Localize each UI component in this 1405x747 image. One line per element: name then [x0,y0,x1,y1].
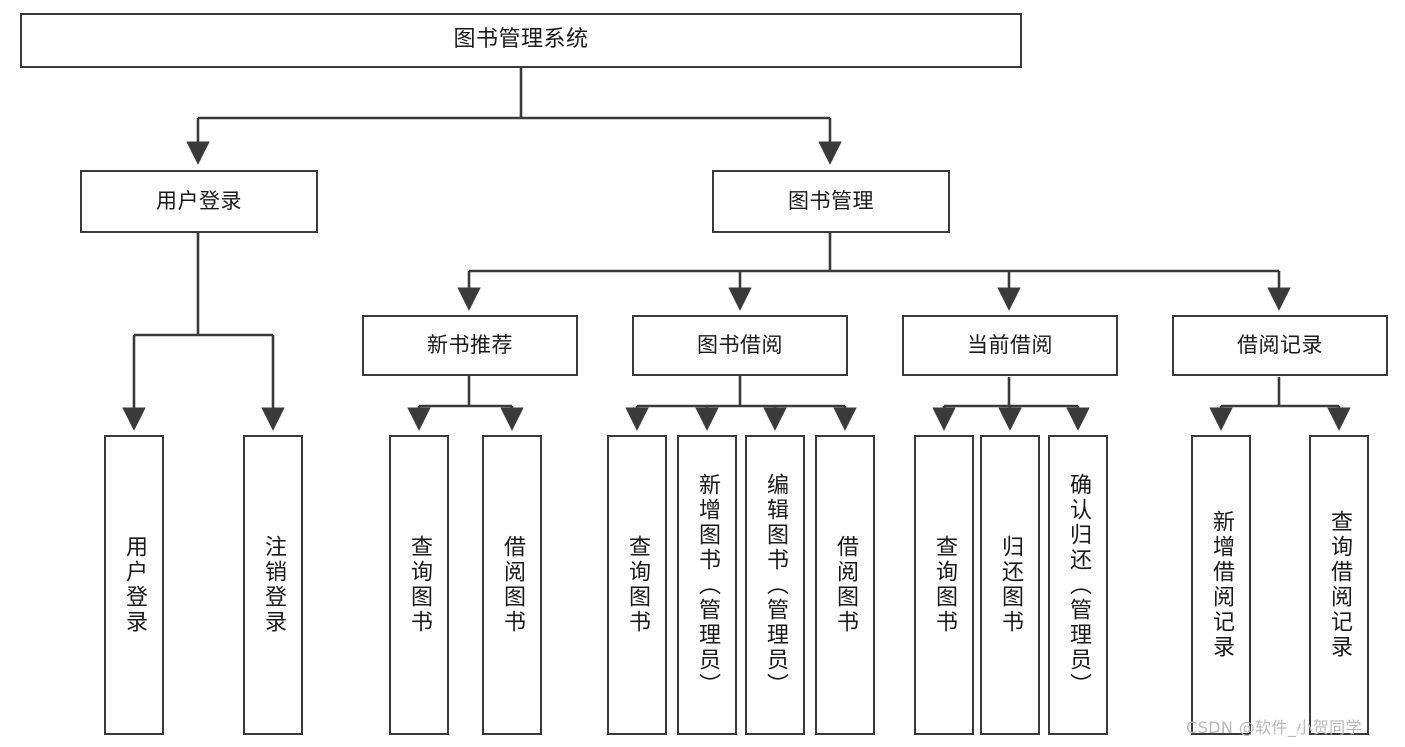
node-leaf-logout-label: 注销登录 [261,535,286,635]
node-leaf-add-book[interactable]: 新增图书（管理员） [677,435,737,735]
node-leaf-query-book-1[interactable]: 查询图书 [389,435,449,735]
node-leaf-borrow-book-1[interactable]: 借阅图书 [482,435,542,735]
node-current-borrow-label: 当前借阅 [967,333,1053,358]
node-leaf-confirm-return[interactable]: 确认归还（管理员） [1048,435,1108,735]
node-leaf-query-book-2-label: 查询图书 [625,535,650,635]
node-new-book-recommend-label: 新书推荐 [427,333,513,358]
node-leaf-user-login-label: 用户登录 [122,535,147,635]
node-root[interactable]: 图书管理系统 [20,13,1022,68]
node-leaf-add-record-label: 新增借阅记录 [1209,510,1234,660]
node-leaf-return-book[interactable]: 归还图书 [980,435,1040,735]
node-leaf-query-book-2[interactable]: 查询图书 [607,435,667,735]
node-leaf-edit-book[interactable]: 编辑图书（管理员） [745,435,805,735]
node-borrow-record-label: 借阅记录 [1237,333,1323,358]
node-leaf-query-book-1-label: 查询图书 [407,535,432,635]
node-leaf-borrow-book-2[interactable]: 借阅图书 [815,435,875,735]
node-user-login[interactable]: 用户登录 [80,170,318,233]
node-leaf-user-login[interactable]: 用户登录 [104,435,164,735]
node-book-borrow-label: 图书借阅 [697,333,783,358]
node-leaf-query-book-3-label: 查询图书 [932,535,957,635]
node-leaf-edit-book-label: 编辑图书（管理员） [763,472,788,698]
node-book-manage[interactable]: 图书管理 [712,170,950,233]
node-new-book-recommend[interactable]: 新书推荐 [362,315,578,376]
node-book-manage-label: 图书管理 [788,189,874,214]
node-leaf-add-book-label: 新增图书（管理员） [695,472,720,698]
node-leaf-query-record[interactable]: 查询借阅记录 [1309,435,1369,735]
node-leaf-logout[interactable]: 注销登录 [243,435,303,735]
node-user-login-label: 用户登录 [156,189,242,214]
node-leaf-return-book-label: 归还图书 [998,535,1023,635]
csdn-watermark: CSDN @软件_小贺同学 [1186,718,1362,737]
node-current-borrow[interactable]: 当前借阅 [902,315,1118,376]
node-leaf-borrow-book-2-label: 借阅图书 [833,535,858,635]
node-leaf-add-record[interactable]: 新增借阅记录 [1191,435,1251,735]
node-leaf-confirm-return-label: 确认归还（管理员） [1066,472,1091,698]
node-root-label: 图书管理系统 [453,27,589,53]
node-leaf-query-record-label: 查询借阅记录 [1327,510,1352,660]
node-borrow-record[interactable]: 借阅记录 [1172,315,1388,376]
node-book-borrow[interactable]: 图书借阅 [632,315,848,376]
node-leaf-borrow-book-1-label: 借阅图书 [500,535,525,635]
node-leaf-query-book-3[interactable]: 查询图书 [914,435,974,735]
